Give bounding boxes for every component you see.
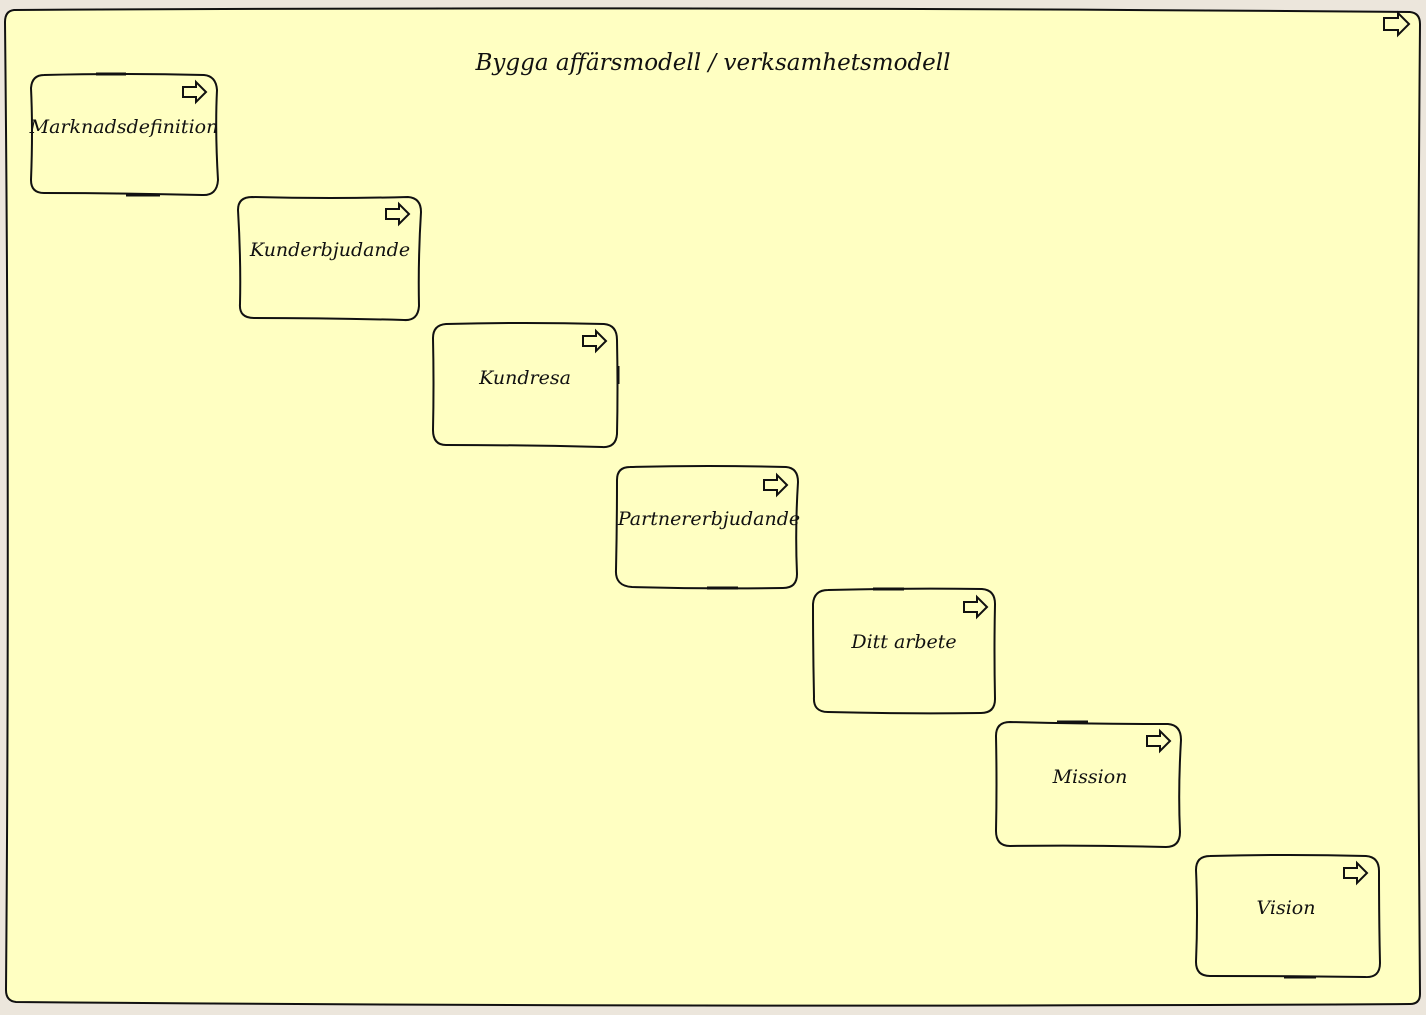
step-box[interactable] [811, 587, 997, 715]
step-mission[interactable] [994, 720, 1183, 849]
process-arrow-icon [385, 201, 411, 227]
diagram-title: Bygga affärsmodell / verksamhetsmodell [475, 50, 951, 76]
step-box[interactable] [994, 720, 1183, 849]
step-box[interactable] [236, 195, 423, 322]
step-box[interactable] [431, 322, 619, 449]
step-box[interactable] [614, 465, 800, 590]
step-marknadsdefinition[interactable] [29, 72, 220, 197]
step-kundresa[interactable] [431, 322, 620, 449]
step-label-ditt-arbete: Ditt arbete [851, 631, 957, 653]
step-label-mission: Mission [1052, 766, 1128, 788]
process-arrow-icon [963, 594, 989, 620]
step-label-marknadsdefinition: Marknadsdefinition [29, 116, 219, 138]
step-kunderbjudande[interactable] [236, 195, 423, 322]
step-label-kunderbjudande: Kunderbjudande [249, 239, 411, 261]
process-arrow-icon [1343, 860, 1369, 886]
process-arrow-icon [182, 79, 208, 105]
step-label-partnererbjudande: Partnererbjudande [617, 508, 801, 530]
step-label-vision: Vision [1256, 897, 1316, 919]
process-arrow-icon [1383, 10, 1411, 38]
step-box[interactable] [29, 73, 220, 197]
step-partnererbjudande[interactable] [614, 465, 800, 590]
step-ditt-arbete[interactable] [811, 587, 997, 715]
process-arrow-icon [582, 328, 608, 354]
process-arrow-icon [1146, 728, 1172, 754]
process-arrow-icon [763, 472, 789, 498]
step-vision[interactable] [1194, 854, 1382, 979]
step-box[interactable] [1194, 854, 1382, 979]
step-label-kundresa: Kundresa [479, 367, 571, 389]
